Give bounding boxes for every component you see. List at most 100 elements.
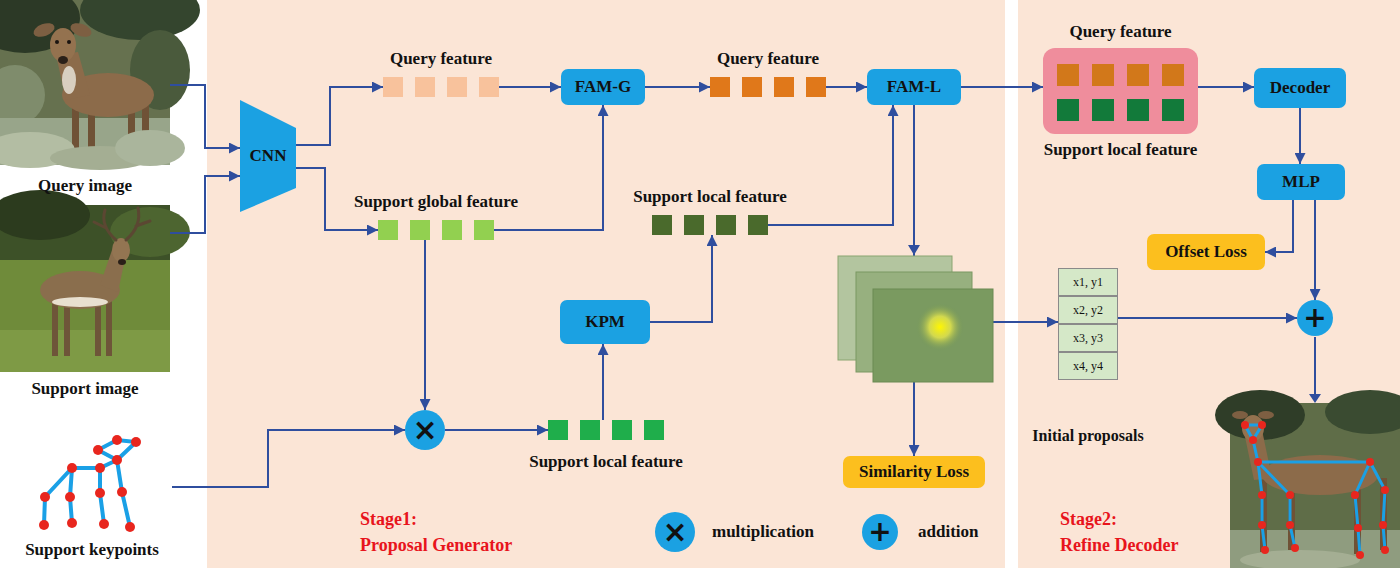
circle-part — [1241, 421, 1249, 429]
column-label: Initial proposals — [1032, 426, 1143, 446]
box-label: FAM-G — [575, 77, 631, 97]
feature-tokens: Support local feature — [652, 187, 768, 235]
feature-token — [474, 220, 494, 240]
circle-part — [1356, 551, 1364, 559]
ellipse-part — [118, 259, 126, 265]
circle-part — [1381, 486, 1389, 494]
feature-token — [383, 77, 403, 97]
support-photo — [0, 190, 190, 372]
legend-entry: addition — [918, 522, 978, 542]
legend-entry: multiplication — [712, 522, 814, 542]
token-row — [378, 220, 494, 240]
rect-part — [106, 296, 112, 356]
path-part — [56, 52, 90, 100]
keypoint-dots — [39, 435, 141, 532]
circle-part — [1351, 491, 1359, 499]
feature-token — [652, 215, 672, 235]
circle-part — [1291, 544, 1299, 552]
image-caption: Support keypoints — [25, 540, 159, 560]
connector — [499, 86, 561, 88]
module-box: FAM-G — [561, 69, 645, 105]
feature-token — [806, 77, 826, 97]
legend-sample: × — [655, 512, 695, 552]
feature-token — [378, 220, 398, 240]
ellipse-part — [62, 66, 76, 94]
ellipse-part — [112, 238, 130, 262]
circle-part — [1258, 491, 1266, 499]
circle-part — [125, 522, 135, 532]
feature-tokens: Query feature — [383, 49, 499, 97]
module-box: MLP — [1257, 164, 1345, 200]
token-row — [710, 77, 826, 97]
ellipse-part — [69, 21, 94, 40]
feature-label: Query feature — [1069, 22, 1171, 42]
module-box: Decoder — [1254, 68, 1346, 108]
ellipse-part — [1232, 411, 1248, 419]
rect-part — [873, 289, 993, 382]
connector — [602, 344, 604, 420]
similarity-heatmaps — [838, 245, 993, 382]
cnn-block: CNN — [240, 100, 296, 212]
feature-token — [447, 77, 467, 97]
box-label: FAM-L — [887, 77, 941, 97]
circle-part — [1254, 458, 1262, 466]
circle-part — [1379, 521, 1387, 529]
connector — [650, 235, 712, 322]
cell-text: x2, y2 — [1073, 303, 1103, 317]
proposal-cell: x3, y3 — [1058, 324, 1118, 352]
polygon-part — [908, 245, 920, 255]
circle-part — [1286, 521, 1294, 529]
connector — [424, 240, 426, 410]
feature-token — [442, 220, 462, 240]
token-row — [1057, 64, 1184, 86]
legend-text: addition — [918, 522, 978, 542]
cnn-shape — [240, 100, 296, 212]
ellipse-part — [115, 130, 185, 166]
ellipse-part — [1258, 411, 1274, 419]
concat-features: Query featureSupport local feature — [1043, 22, 1198, 160]
stage-label: Stage1: — [360, 506, 417, 532]
image-input: Support image — [0, 205, 170, 399]
ellipse-part — [58, 56, 68, 64]
feature-token — [548, 420, 568, 440]
circle-part — [39, 520, 49, 530]
feature-label: Support local feature — [1044, 140, 1198, 160]
circle-part — [1261, 546, 1269, 554]
connector — [445, 429, 548, 431]
circle-part — [1258, 421, 1266, 429]
circle-part — [1366, 458, 1374, 466]
circle-part — [67, 518, 77, 528]
keypoint-skeleton — [44, 440, 136, 527]
circle-part — [65, 492, 75, 502]
feature-label: Support global feature — [354, 192, 518, 212]
feature-token — [479, 77, 499, 97]
feature-token — [684, 215, 704, 235]
feature-token — [1162, 64, 1184, 86]
image-caption: Query image — [38, 176, 132, 196]
feature-token — [710, 77, 730, 97]
feature-token — [415, 77, 435, 97]
circle-part — [95, 488, 105, 498]
circle-part — [1381, 546, 1389, 554]
polygon-part — [1309, 394, 1321, 403]
box-label: Offset Loss — [1165, 242, 1247, 262]
ellipse-part — [52, 297, 108, 307]
proposal-column: Initial proposalsx1, y1x2, y2x3, y3x4, y… — [1058, 268, 1118, 446]
box-label: MLP — [1282, 172, 1320, 192]
feature-token — [742, 77, 762, 97]
ellipse-part — [1325, 390, 1400, 434]
ellipse-part — [1240, 550, 1360, 568]
feature-token — [1057, 99, 1079, 121]
path-part — [94, 208, 150, 240]
feature-token — [1127, 99, 1149, 121]
line-part — [1314, 337, 1316, 395]
feature-label: Query feature — [390, 49, 492, 69]
stage-label: Stage2: — [1060, 506, 1117, 532]
output-arrow — [1309, 337, 1321, 403]
feature-token — [1057, 64, 1079, 86]
legend-symbol: + — [868, 518, 891, 546]
circle-part — [112, 455, 122, 465]
feature-token — [716, 215, 736, 235]
image-input: Query image — [0, 0, 170, 196]
